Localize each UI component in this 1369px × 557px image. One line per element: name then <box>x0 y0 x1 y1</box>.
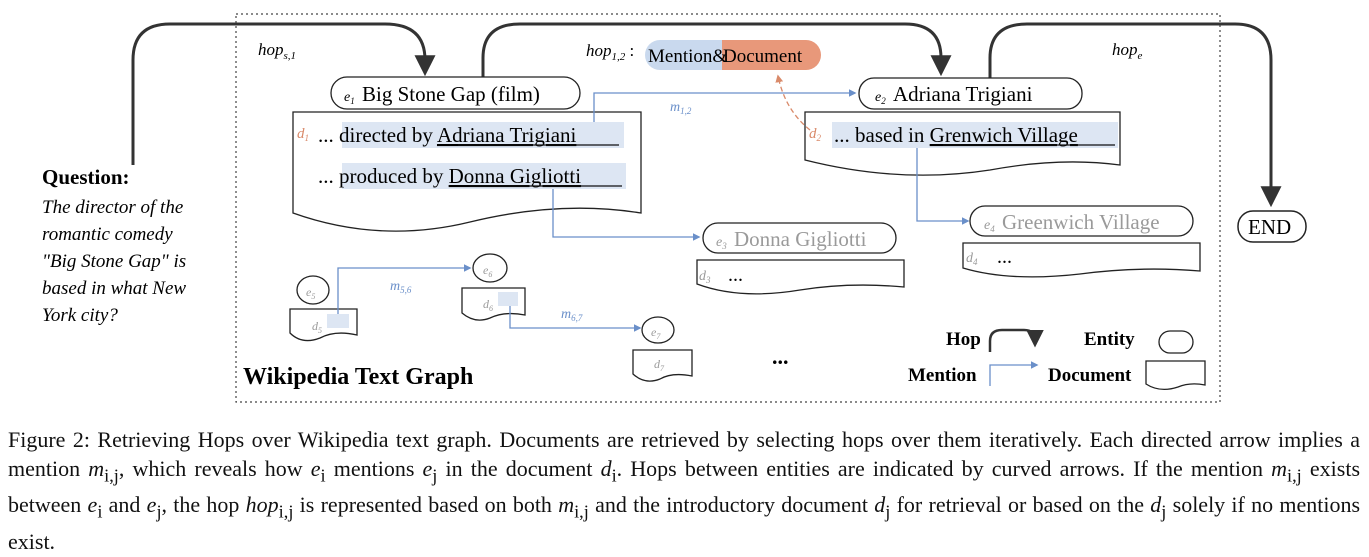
question-line-5: York city? <box>42 305 118 326</box>
question-line-1: The director of the <box>42 197 183 218</box>
svg-text:...: ... <box>997 246 1012 268</box>
end-node: END <box>1237 210 1307 243</box>
mention-arrow-d2-e4 <box>916 148 970 225</box>
svg-text:Donna Gigliotti: Donna Gigliotti <box>734 227 867 251</box>
legend-mention-label: Mention <box>908 365 977 386</box>
mention-m12-label: m1,2 <box>670 100 692 116</box>
svg-text:... produced by Donna Gigliott: ... produced by Donna Gigliotti <box>318 164 581 188</box>
question-label: Question: <box>42 165 130 189</box>
document-d1-symbol: d1 <box>297 126 309 143</box>
hop-arrow-start <box>131 22 436 165</box>
svg-text:e3: e3 <box>716 235 727 251</box>
hop-e-label: hope <box>1112 40 1143 62</box>
document-d4: d4 ... <box>962 242 1201 278</box>
document-d3: d3 ... <box>696 259 905 295</box>
hop-12-label: hop1,2 : <box>586 41 634 63</box>
svg-text:Document: Document <box>723 46 803 67</box>
question-line-2: romantic comedy <box>42 224 173 245</box>
mention-document-pill: Mention& Document <box>645 40 821 70</box>
svg-text:e6: e6 <box>483 263 492 279</box>
entity-e1: e1 Big Stone Gap (film) <box>330 76 581 110</box>
hop-arrow-end <box>988 22 1282 208</box>
figure-caption: Figure 2: Retrieving Hops over Wikipedia… <box>8 427 1361 554</box>
entity-e2-label: Adriana Trigiani <box>893 82 1033 106</box>
svg-text:e7: e7 <box>651 325 661 341</box>
question-block: Question: The director of the romantic c… <box>42 165 186 326</box>
entity-e1-symbol: e1 <box>344 90 355 106</box>
entity-e4: e4 Greenwich Village <box>969 205 1194 237</box>
mention-arrow-d1-e3 <box>552 189 701 241</box>
mention-arrow-m12 <box>593 89 857 122</box>
legend-document-shape <box>1145 360 1206 391</box>
entity-e2: e2 Adriana Trigiani <box>858 77 1083 110</box>
question-line-3: "Big Stone Gap" is <box>42 251 186 272</box>
entity-e5: e5 <box>296 275 330 305</box>
hop-arrow-1-2 <box>481 22 952 78</box>
svg-text:...: ... <box>728 264 743 286</box>
graph-frame <box>235 13 1221 403</box>
svg-text:d5: d5 <box>312 319 322 335</box>
svg-text:e4: e4 <box>984 218 995 234</box>
question-line-4: based in what New <box>42 278 186 299</box>
mention-m56-label: m5,6 <box>390 279 412 295</box>
legend-entity-shape <box>1158 330 1194 354</box>
hop-s1-label: hops,1 <box>258 40 296 62</box>
mention-arrow-m67 <box>509 306 642 332</box>
mention-arrow-m56 <box>337 264 472 314</box>
svg-text:d6: d6 <box>483 297 493 313</box>
document-d2-symbol: d2 <box>809 126 822 143</box>
entity-e2-symbol: e2 <box>875 90 886 106</box>
document-d2: d2 ... based in Grenwich Village <box>804 111 1121 176</box>
document-d7: d7 <box>632 349 693 382</box>
svg-text:d7: d7 <box>654 357 665 373</box>
legend-mention-arrow <box>989 361 1039 386</box>
graph-title: Wikipedia Text Graph <box>243 364 473 390</box>
document-d1: d1 ... directed by Adriana Trigiani ... … <box>292 111 642 232</box>
svg-text:e5: e5 <box>306 285 315 301</box>
entity-e6: e6 <box>472 253 508 283</box>
svg-text:Mention&: Mention& <box>648 46 727 67</box>
document-arrow-d2-to-pill <box>775 74 811 131</box>
document-d6: d6 <box>461 287 526 321</box>
document-d5: d5 <box>289 308 358 342</box>
mention-m67-label: m6,7 <box>561 307 583 323</box>
entity-e7: e7 <box>641 316 675 344</box>
svg-text:Greenwich Village: Greenwich Village <box>1002 210 1160 234</box>
legend-entity-label: Entity <box>1084 329 1135 350</box>
legend: Hop Entity Mention Document <box>908 328 1206 391</box>
wikipedia-text-graph-diagram: hops,1 hop1,2 : hope Mention& Document e… <box>42 13 1307 403</box>
entity-e1-label: Big Stone Gap (film) <box>362 82 540 106</box>
legend-hop-arrow <box>988 328 1044 352</box>
legend-hop-label: Hop <box>946 329 981 350</box>
svg-text:d3: d3 <box>699 269 711 285</box>
legend-document-label: Document <box>1048 365 1132 386</box>
more-entities-ellipsis: ... <box>772 344 789 369</box>
svg-text:... directed by Adriana Trigia: ... directed by Adriana Trigiani <box>318 123 577 147</box>
svg-text:d4: d4 <box>966 251 978 267</box>
entity-e3: e3 Donna Gigliotti <box>702 222 897 254</box>
svg-text:END: END <box>1248 215 1291 239</box>
svg-text:... based in Grenwich Village: ... based in Grenwich Village <box>834 123 1078 147</box>
